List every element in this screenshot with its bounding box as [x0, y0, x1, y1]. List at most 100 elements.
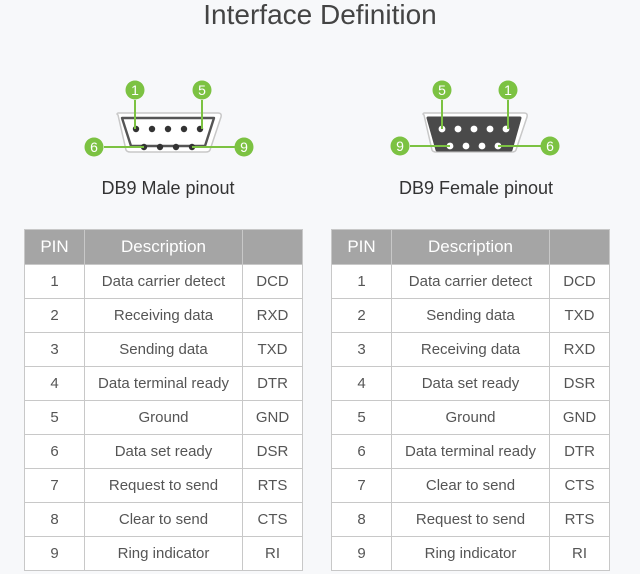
- abbreviation-cell: RTS: [242, 468, 303, 503]
- description-cell: Data terminal ready: [84, 366, 243, 401]
- male-callout-5: 5: [192, 80, 212, 100]
- abbreviation-cell: RXD: [242, 298, 303, 333]
- svg-text:1: 1: [504, 82, 512, 98]
- pin-column-header: PIN: [24, 229, 85, 265]
- male-pinout-label: DB9 Male pinout: [101, 178, 235, 198]
- table-header-row: PIN Description: [24, 229, 303, 265]
- pin-cell: 1: [331, 264, 392, 299]
- db9-female-connector-diagram: 5 1 9 6: [390, 80, 560, 156]
- svg-text:5: 5: [438, 82, 446, 98]
- pin-cell: 7: [331, 468, 392, 503]
- abbreviation-cell: RI: [242, 536, 303, 571]
- pin-cell: 9: [331, 536, 392, 571]
- description-cell: Sending data: [391, 298, 550, 333]
- description-cell: Data carrier detect: [84, 264, 243, 299]
- abbreviation-cell: GND: [549, 400, 610, 435]
- description-cell: Ring indicator: [391, 536, 550, 571]
- pin-cell: 8: [24, 502, 85, 537]
- description-cell: Ring indicator: [84, 536, 243, 571]
- abbreviation-cell: DSR: [242, 434, 303, 469]
- male-callout-9: 9: [234, 137, 254, 157]
- pin-cell: 7: [24, 468, 85, 503]
- pin-cell: 5: [24, 400, 85, 435]
- pin-column-header: PIN: [331, 229, 392, 265]
- description-cell: Clear to send: [391, 468, 550, 503]
- pin-cell: 4: [331, 366, 392, 401]
- page-title: Interface Definition: [203, 0, 437, 30]
- pin-cell: 2: [331, 298, 392, 333]
- female-callout-6: 6: [540, 136, 560, 156]
- description-cell: Receiving data: [391, 332, 550, 367]
- description-cell: Data set ready: [84, 434, 243, 469]
- abbreviation-cell: RI: [549, 536, 610, 571]
- pin-cell: 6: [331, 434, 392, 469]
- pin-cell: 2: [24, 298, 85, 333]
- description-cell: Ground: [84, 400, 243, 435]
- abbreviation-cell: DCD: [242, 264, 303, 299]
- abbreviation-cell: DSR: [549, 366, 610, 401]
- male-callout-6: 6: [84, 137, 104, 157]
- male-callout-1: 1: [125, 80, 145, 100]
- description-cell: Sending data: [84, 332, 243, 367]
- description-cell: Ground: [391, 400, 550, 435]
- description-cell: Clear to send: [84, 502, 243, 537]
- description-cell: Receiving data: [84, 298, 243, 333]
- abbreviation-cell: RXD: [549, 332, 610, 367]
- female-callout-9: 9: [390, 136, 410, 156]
- svg-text:9: 9: [240, 139, 248, 155]
- description-column-header: Description: [84, 229, 243, 265]
- svg-text:1: 1: [131, 82, 139, 98]
- abbreviation-cell: DTR: [242, 366, 303, 401]
- description-cell: Data carrier detect: [391, 264, 550, 299]
- pin-cell: 6: [24, 434, 85, 469]
- svg-text:6: 6: [546, 138, 554, 154]
- abbreviation-cell: DTR: [549, 434, 610, 469]
- abbreviation-cell: TXD: [549, 298, 610, 333]
- pin-cell: 4: [24, 366, 85, 401]
- female-pins: [438, 125, 510, 150]
- female-connector-body: [426, 116, 522, 152]
- svg-text:5: 5: [198, 82, 206, 98]
- abbreviation-cell: GND: [242, 400, 303, 435]
- abbreviation-cell: DCD: [549, 264, 610, 299]
- abbreviation-cell: CTS: [549, 468, 610, 503]
- abbreviation-column-header: [242, 229, 303, 265]
- svg-text:9: 9: [396, 138, 404, 154]
- svg-text:6: 6: [90, 139, 98, 155]
- pin-cell: 5: [331, 400, 392, 435]
- abbreviation-cell: TXD: [242, 332, 303, 367]
- abbreviation-column-header: [549, 229, 610, 265]
- female-pinout-label: DB9 Female pinout: [398, 178, 554, 198]
- description-cell: Request to send: [391, 502, 550, 537]
- female-callout-1: 1: [498, 80, 518, 100]
- description-cell: Data terminal ready: [391, 434, 550, 469]
- abbreviation-cell: RTS: [549, 502, 610, 537]
- table-header-row: PIN Description: [331, 229, 610, 265]
- male-connector-shell: [116, 112, 222, 153]
- pin-cell: 1: [24, 264, 85, 299]
- pin-cell: 9: [24, 536, 85, 571]
- pin-cell: 3: [331, 332, 392, 367]
- description-column-header: Description: [391, 229, 550, 265]
- female-callout-5: 5: [432, 80, 452, 100]
- pin-cell: 8: [331, 502, 392, 537]
